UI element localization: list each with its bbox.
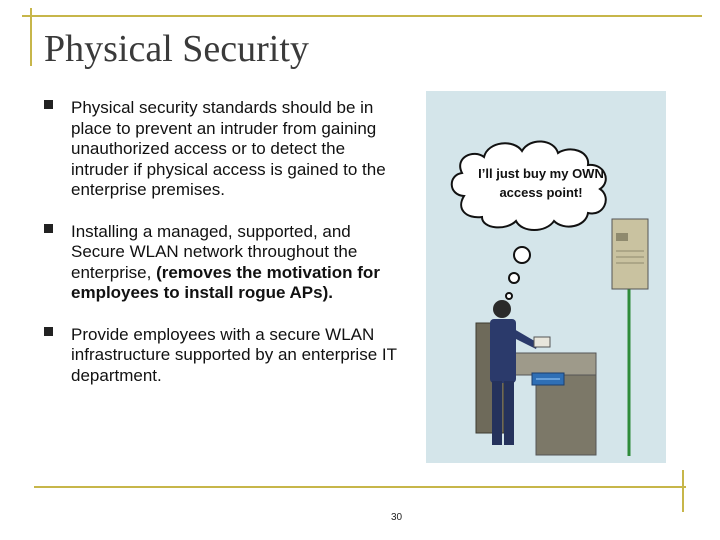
bullet-list: Physical security standards should be in… (44, 98, 404, 407)
slide-title: Physical Security (44, 28, 309, 70)
thought-cloud-icon (450, 140, 607, 300)
bullet-text: Physical security standards should be in… (71, 98, 386, 199)
rogue-ap-illustration (426, 91, 666, 463)
thought-bubble-text: I’ll just buy my OWN access point! (478, 166, 604, 200)
bullet-square-icon (44, 100, 53, 109)
bullet-text: Provide employees with a secure WLAN inf… (71, 324, 397, 385)
bullet-text: Installing a managed, supported, and Sec… (71, 222, 404, 304)
desk-icon (495, 352, 597, 456)
bullet-text-part: Installing a managed, supported, and Sec… (71, 221, 358, 282)
page-number: 30 (391, 512, 403, 523)
bullet-item: Installing a managed, supported, and Sec… (44, 222, 404, 304)
bullet-bold-text: (removes the motivation for employees to… (71, 262, 380, 303)
bullet-square-icon (44, 326, 53, 336)
illustration-svg (450, 140, 649, 456)
bottom-rule (34, 486, 686, 488)
server-cabinet-icon (611, 218, 649, 290)
bullet-item: Provide employees with a secure WLAN inf… (44, 325, 404, 387)
bullet-item: Physical security standards should be in… (44, 98, 404, 201)
employee-figure-icon (490, 300, 551, 445)
top-rule (22, 15, 702, 17)
bottom-right-rule (682, 470, 684, 512)
left-rule (30, 8, 32, 66)
access-point-icon (531, 372, 565, 386)
bullet-square-icon (44, 223, 53, 233)
